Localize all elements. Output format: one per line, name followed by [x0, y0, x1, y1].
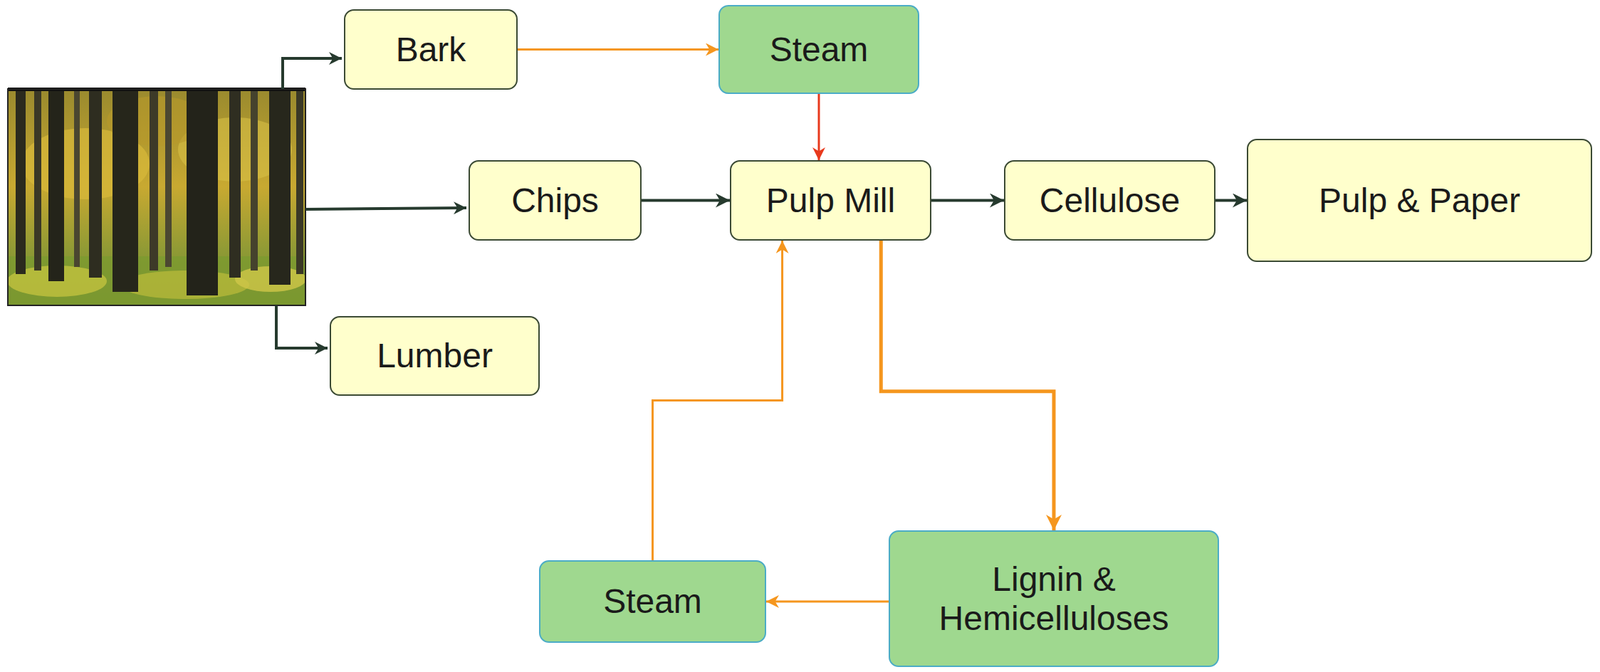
flow-arrow: [641, 199, 730, 203]
forest-to-bark-wire: [282, 58, 342, 90]
process-box: Cellulose: [1004, 160, 1216, 241]
flow-arrow: [652, 240, 783, 561]
process-box: Pulp Mill: [729, 160, 932, 241]
forest-outflow: [276, 58, 467, 349]
flow-arrow: [818, 93, 821, 161]
node-label: Bark: [395, 29, 467, 70]
node-label: Steam: [603, 581, 703, 621]
flow-arrow: [517, 48, 719, 51]
flow-arrow: [880, 240, 1054, 531]
forest-picture: [7, 87, 307, 306]
flow-arrow: [1215, 199, 1247, 203]
node-label: Pulp Mill: [766, 180, 896, 221]
process-box: Lumber: [329, 316, 540, 396]
node-label: Lumber: [376, 336, 493, 376]
forest-to-chips-wire: [305, 207, 467, 210]
process-box: Steam: [539, 560, 767, 643]
node-label: Lignin & Hemicelluloses: [901, 559, 1207, 639]
node-label: Steam: [769, 29, 869, 70]
process-box: Steam: [718, 4, 920, 94]
node-label: Pulp & Paper: [1318, 180, 1521, 221]
process-box: Lignin & Hemicelluloses: [888, 530, 1220, 668]
process-box: Chips: [468, 160, 642, 241]
node-label: Chips: [511, 180, 599, 221]
flow-arrow: [931, 199, 1005, 203]
process-box: Bark: [343, 9, 518, 90]
node-label: Cellulose: [1039, 180, 1180, 221]
forest-to-lumber-wire: [276, 305, 328, 349]
flow-arrow: [766, 600, 889, 604]
process-box: Pulp & Paper: [1246, 138, 1593, 263]
